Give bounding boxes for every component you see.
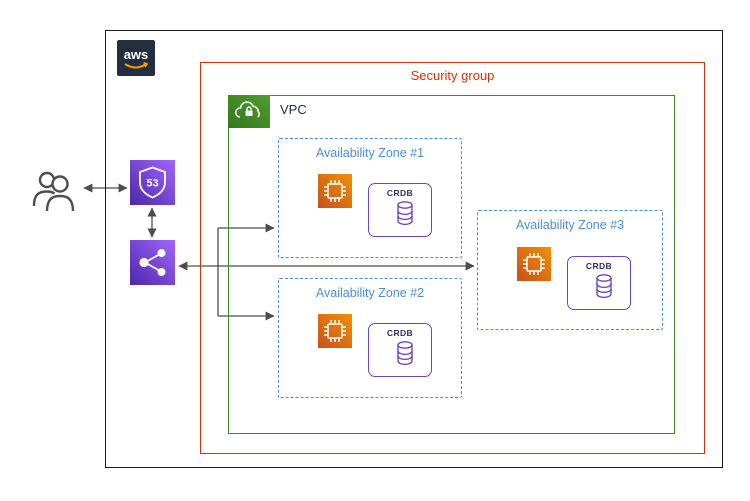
- database-cylinder-icon: [397, 341, 413, 366]
- crdb-node-az1: CRDB: [368, 183, 432, 237]
- compute-instance-icon-az2: [318, 314, 352, 348]
- database-cylinder-icon: [397, 201, 413, 226]
- shield-glyph: [139, 166, 166, 199]
- cpu-chip-glyph: [523, 253, 545, 275]
- availability-zone-2-label: Availability Zone #2: [315, 286, 425, 300]
- compute-instance-icon-az3: [517, 247, 551, 281]
- crdb-node-az3: CRDB: [567, 256, 631, 310]
- security-group-boundary: [200, 62, 705, 454]
- lock-shackle: [246, 106, 252, 111]
- vpc-icon: [228, 95, 270, 128]
- route53-icon: 53: [130, 160, 175, 205]
- cpu-chip-glyph: [324, 180, 346, 202]
- availability-zone-1: Availability Zone #1: [278, 138, 462, 258]
- crdb-label: CRDB: [585, 261, 613, 271]
- aws-cloud-boundary: [105, 30, 723, 468]
- load-balancer-icon: [130, 240, 175, 285]
- route53-number: 53: [146, 178, 158, 190]
- compute-instance-icon-az1: [318, 174, 352, 208]
- aws-logo-icon: aws: [117, 40, 155, 76]
- lock-glyph: [245, 110, 253, 116]
- users-icon: [32, 171, 75, 212]
- aws-smile-curve: [124, 63, 147, 69]
- security-group-label: Security group: [410, 68, 495, 83]
- crdb-label: CRDB: [386, 328, 414, 338]
- database-cylinder-icon: [596, 274, 612, 299]
- crdb-node-az2: CRDB: [368, 323, 432, 377]
- aws-logo-text: aws: [124, 47, 149, 62]
- aws-smile-tip: [143, 61, 149, 68]
- availability-zone-3-label: Availability Zone #3: [515, 218, 625, 232]
- availability-zone-1-label: Availability Zone #1: [315, 146, 425, 160]
- availability-zone-2: Availability Zone #2: [278, 278, 462, 398]
- cpu-chip-glyph: [324, 320, 346, 342]
- share-nodes-glyph: [139, 249, 166, 276]
- vpc-boundary: [228, 95, 675, 434]
- availability-zone-3: Availability Zone #3: [477, 210, 663, 330]
- crdb-label: CRDB: [386, 188, 414, 198]
- vpc-label: VPC: [280, 102, 307, 117]
- cloud-glyph: [235, 101, 260, 118]
